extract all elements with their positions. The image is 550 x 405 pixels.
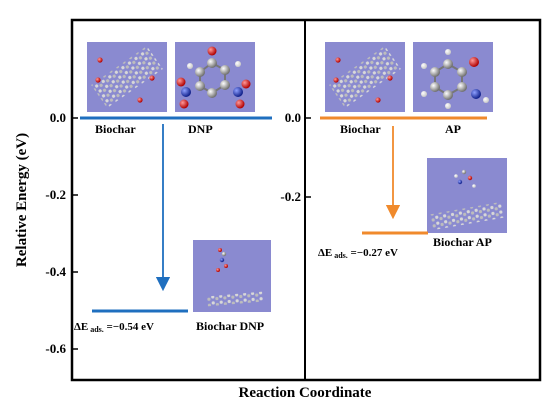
y-axis-label: Relative Energy (eV)	[14, 133, 30, 267]
right-product-label: Biochar AP	[433, 235, 492, 249]
biochar-ap-complex-image	[427, 158, 507, 233]
biochar-dnp-complex-image	[193, 240, 271, 312]
ap-molecule-image	[413, 42, 493, 112]
right-axis-ticks: 0.0 -0.2	[280, 110, 311, 204]
right-biochar-label: Biochar	[340, 122, 381, 136]
x-axis-label: Reaction Coordinate	[239, 385, 372, 401]
left-tick-2: -0.4	[45, 264, 66, 279]
left-tick-3: -0.6	[45, 341, 66, 356]
left-biochar-label: Biochar	[95, 122, 136, 136]
right-tick-0: 0.0	[285, 110, 301, 125]
dnp-molecule-image	[175, 42, 255, 112]
left-product-label: Biochar DNP	[196, 319, 264, 333]
right-tick-1: -0.2	[280, 189, 301, 204]
left-tick-0: 0.0	[50, 110, 66, 125]
biochar-molecule-image-right	[325, 42, 405, 112]
left-axis-ticks: 0.0 -0.2 -0.4 -0.6	[45, 110, 78, 356]
left-tick-1: -0.2	[45, 187, 66, 202]
biochar-molecule-image-left	[87, 42, 167, 112]
left-dnp-label: DNP	[188, 122, 213, 136]
right-ap-label: AP	[445, 122, 461, 136]
